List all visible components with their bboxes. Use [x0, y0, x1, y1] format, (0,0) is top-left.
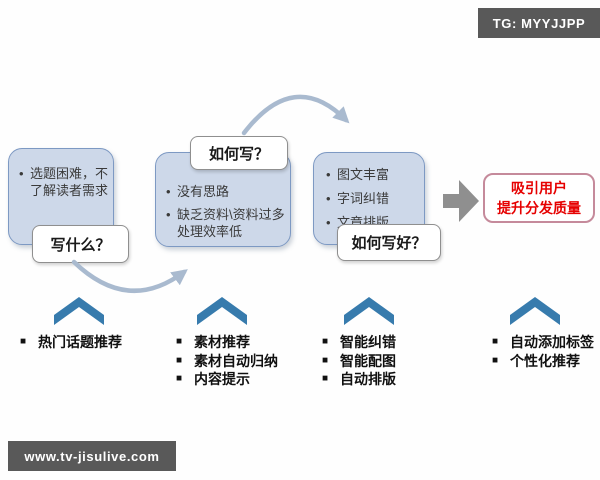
solution-item: 自动添加标签: [492, 333, 594, 352]
solution-list-stage2: 素材推荐 素材自动归纳 内容提示: [176, 333, 278, 389]
chevron-up-icon-3: [344, 297, 394, 325]
solution-item: 智能配图: [322, 352, 396, 371]
solution-item: 素材推荐: [176, 333, 278, 352]
curved-arrow-2: [241, 94, 350, 136]
pain-item: 字词纠错: [325, 190, 420, 207]
solution-item: 内容提示: [176, 370, 278, 389]
telegram-badge: TG: MYYJJPP: [478, 8, 600, 38]
solution-item: 智能纠错: [322, 333, 396, 352]
outcome-box: 吸引用户 提升分发质量: [483, 173, 595, 223]
question-callout-stage2: 如何写？: [190, 136, 288, 170]
website-badge: www.tv-jisulive.com: [8, 441, 176, 471]
pain-list-stage2: 没有思路 缺乏资料\资料过多处理效率低: [165, 183, 286, 240]
solution-item: 热门话题推荐: [20, 333, 122, 352]
pain-list-stage3: 图文丰富 字词纠错 文章排版: [325, 166, 420, 231]
pain-item: 图文丰富: [325, 166, 420, 183]
outcome-line1: 吸引用户: [511, 180, 567, 196]
pain-item: 没有思路: [165, 183, 286, 200]
chevron-up-icon-4: [510, 297, 560, 325]
question-callout-stage1: 写什么？: [32, 225, 129, 263]
pain-item: 选题困难，不了解读者需求: [18, 165, 109, 199]
chevron-up-icon-2: [197, 297, 247, 325]
solution-item: 个性化推荐: [492, 352, 594, 371]
solution-list-stage3: 智能纠错 智能配图 自动排版: [322, 333, 396, 389]
solution-item: 素材自动归纳: [176, 352, 278, 371]
curved-arrow-1: [71, 259, 188, 293]
outcome-line2: 提升分发质量: [497, 200, 581, 216]
solution-item: 自动排版: [322, 370, 396, 389]
pain-list-stage1: 选题困难，不了解读者需求: [18, 165, 109, 199]
pain-item: 缺乏资料\资料过多处理效率低: [165, 206, 286, 240]
solution-list-stage4: 自动添加标签 个性化推荐: [492, 333, 594, 370]
solution-list-stage1: 热门话题推荐: [20, 333, 122, 352]
question-callout-stage3: 如何写好？: [337, 224, 441, 261]
chevron-up-icon-1: [54, 297, 104, 325]
block-arrow-right-icon: [443, 180, 479, 222]
